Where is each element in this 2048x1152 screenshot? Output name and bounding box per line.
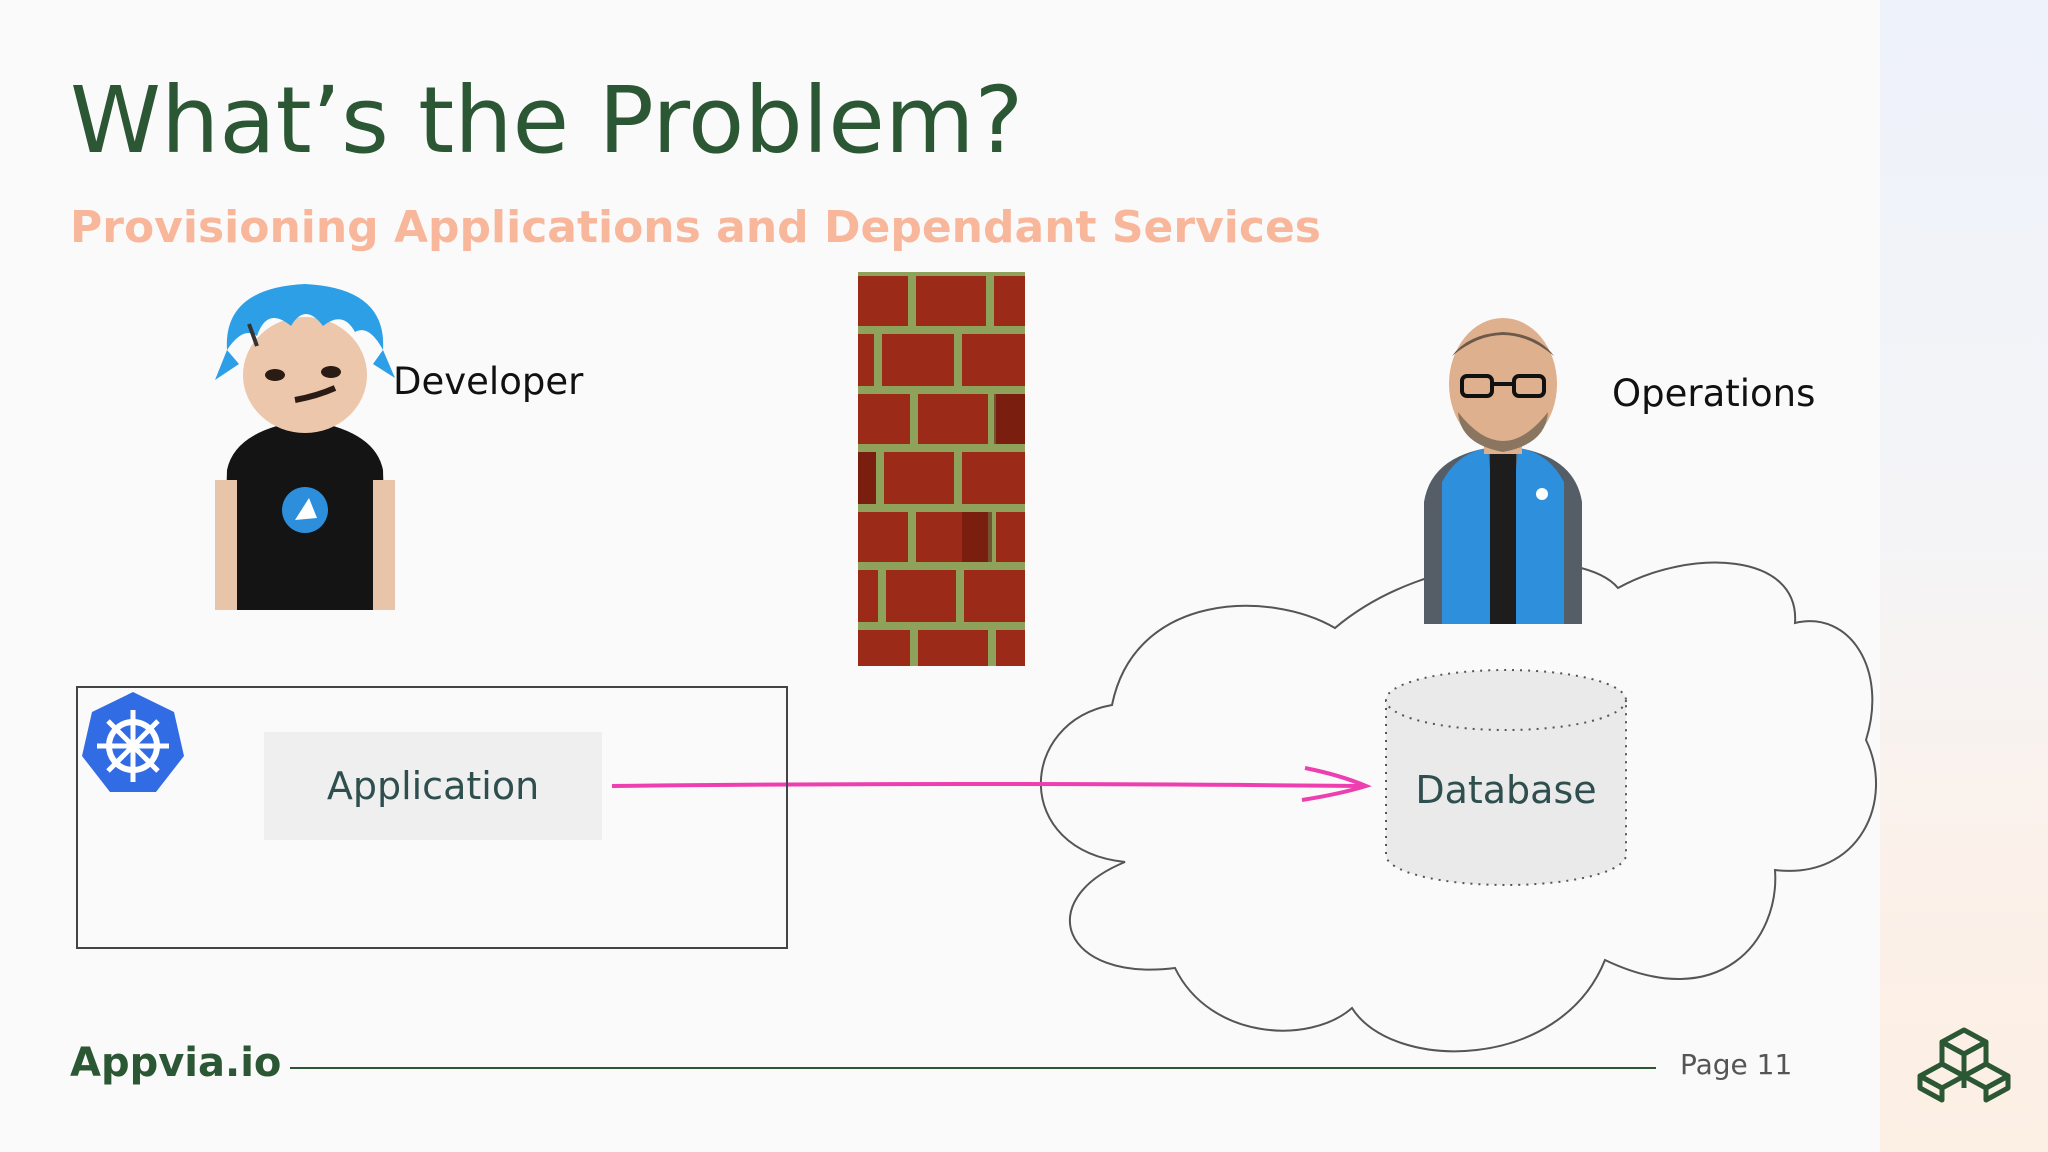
slide-title: What’s the Problem?	[70, 67, 1024, 174]
kubernetes-icon	[82, 692, 184, 792]
arrow-connector	[611, 766, 1372, 802]
application-box: Application	[264, 732, 602, 840]
developer-avatar-icon	[215, 284, 395, 610]
application-label: Application	[326, 764, 540, 808]
database-label: Database	[1415, 768, 1597, 812]
brick-wall-icon	[858, 272, 1025, 666]
operations-avatar-icon	[1424, 318, 1582, 624]
appvia-logo-icon	[1917, 1027, 2011, 1103]
slide-subtitle: Provisioning Applications and Dependant …	[70, 202, 1321, 253]
page-number: Page 11	[1680, 1048, 1793, 1081]
developer-label: Developer	[393, 360, 584, 403]
footer-brand: Appvia.io	[70, 1040, 282, 1086]
decorative-side-strip	[1880, 0, 2048, 1152]
operations-label: Operations	[1612, 372, 1816, 415]
database-cylinder-icon	[1385, 669, 1627, 886]
footer-divider	[290, 1067, 1656, 1069]
kubernetes-cluster-box	[76, 686, 788, 949]
